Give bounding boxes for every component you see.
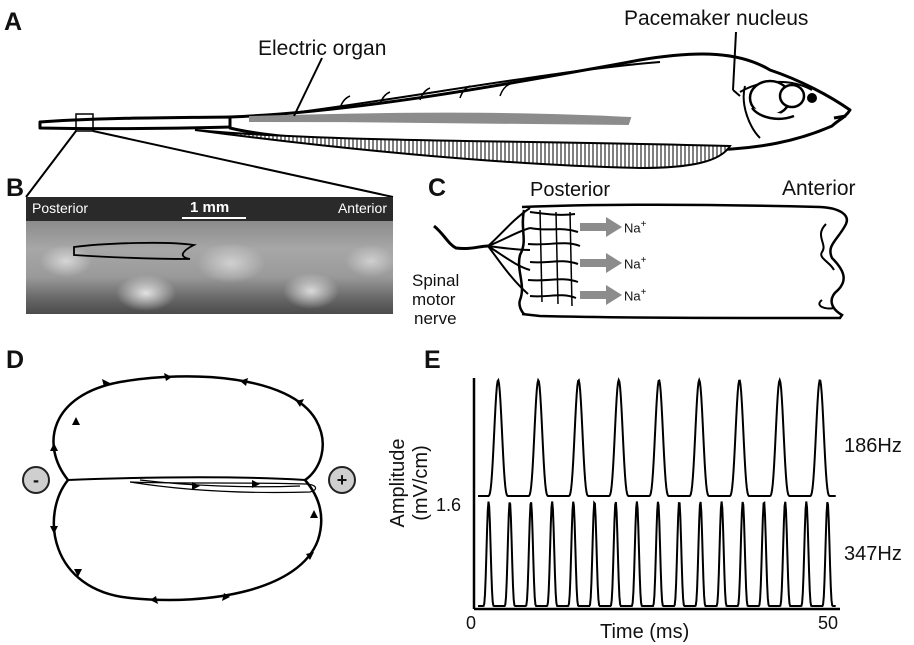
e-xtick-end: 50 [818,614,838,632]
panel-label-d: D [6,348,24,373]
e-ylabel-line1: Amplitude [387,439,410,528]
electrocyte-posterior-label: Posterior [530,180,610,200]
panel-label-c: C [428,176,446,201]
micrograph-posterior: Posterior [32,201,88,215]
electric-organ-label: Electric organ [258,38,386,59]
sodium-label-3: Na+ [624,288,646,302]
electric-organ-leader [294,58,322,116]
fish-mouth [834,116,846,118]
sodium-arrows [580,217,622,305]
trace2-label: 347Hz [844,544,902,564]
trace-347Hz [478,502,836,607]
traces [478,380,836,606]
negative-electrode: - [22,466,50,494]
zoom-line-left [26,131,76,197]
micrograph-anterior: Anterior [338,201,387,215]
nerve-label-line1: Spinal [412,272,459,289]
traced-electrocyte [26,221,393,314]
e-ytick: 1.6 [436,496,461,514]
nerve-label-line2: motor [412,291,455,308]
electrocyte-anterior-label: Anterior [782,178,856,199]
nerve-label-line3: nerve [414,310,457,327]
fish-eye [807,93,817,103]
micrograph: Posterior Anterior 1 mm [26,197,393,314]
sodium-label-1: Na+ [624,220,646,234]
trace1-label: 186Hz [844,436,902,456]
e-xlabel: Time (ms) [600,622,689,642]
e-xtick-start: 0 [466,614,476,632]
panel-label-e: E [424,348,441,373]
sodium-label-2: Na+ [624,256,646,270]
field-loops [53,376,322,600]
scale-bar [182,217,246,219]
panel-label-a: A [4,10,22,35]
trace-186Hz [478,380,836,496]
panel-label-b: B [6,176,24,201]
fish-drawing [40,54,850,150]
e-ylabel: Amplitude(mV/cm) [392,418,428,548]
pacemaker-label: Pacemaker nucleus [624,8,808,29]
scale-bar-label: 1 mm [190,200,229,215]
e-ylabel-line2: (mV/cm) [410,439,433,528]
micrograph-image [26,221,393,314]
positive-electrode: + [328,466,356,494]
